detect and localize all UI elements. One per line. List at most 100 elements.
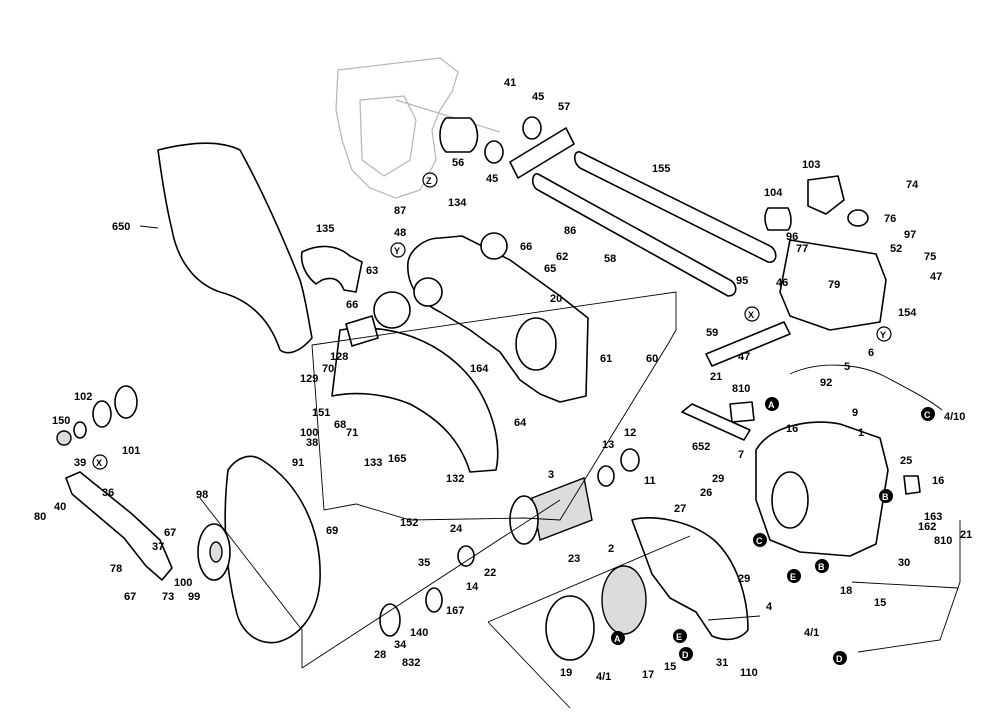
part-label: 135 <box>316 223 334 235</box>
marker-a: A <box>614 634 621 644</box>
part-label: 29 <box>738 573 750 585</box>
part-label: 64 <box>514 417 527 429</box>
marker-e: E <box>676 632 682 642</box>
part-label: 134 <box>448 197 467 209</box>
seal-ring-45a <box>522 116 542 140</box>
part-label: 79 <box>828 279 840 291</box>
part-label: 67 <box>164 527 176 539</box>
part-label: 16 <box>932 475 944 487</box>
rail-slide-block <box>779 239 887 331</box>
part-label: 98 <box>196 489 208 501</box>
part-label: 652 <box>692 441 710 453</box>
part-label: 16 <box>786 423 798 435</box>
part-label: 151 <box>312 407 330 419</box>
part-label: 22 <box>484 567 496 579</box>
part-label: 73 <box>162 591 174 603</box>
part-label: 40 <box>54 501 66 513</box>
part-label: 65 <box>544 263 556 275</box>
part-label: 12 <box>624 427 636 439</box>
part-label: 52 <box>890 243 902 255</box>
field-coil <box>601 565 647 635</box>
part-label: 9 <box>852 407 858 419</box>
part-label: 41 <box>504 77 516 89</box>
marker-d: D <box>836 654 843 664</box>
part-label: 1 <box>858 427 864 439</box>
part-label: 152 <box>400 517 418 529</box>
marker-c: C <box>756 536 763 546</box>
armature-fan <box>509 495 539 545</box>
part-label: 4/1 <box>804 627 819 639</box>
part-label: 59 <box>706 327 718 339</box>
part-label: 70 <box>322 363 334 375</box>
part-label: 4 <box>766 601 773 613</box>
power-cord <box>789 364 943 411</box>
part-label: 92 <box>820 377 832 389</box>
marker-b: B <box>882 492 889 502</box>
marker-a: A <box>768 400 775 410</box>
brush-holder-left <box>729 401 755 423</box>
part-label: 25 <box>900 455 912 467</box>
reference-markers: Z Y Y X X A A B B C C D D E E <box>92 172 935 665</box>
rail-plate-57 <box>509 127 575 179</box>
motor-housing-opening <box>771 471 809 529</box>
marker-b: B <box>818 562 825 572</box>
spring-103 <box>807 175 845 215</box>
part-label: 129 <box>300 373 318 385</box>
part-label: 154 <box>898 307 917 319</box>
marker-y: Y <box>880 330 886 340</box>
part-label: 27 <box>674 503 686 515</box>
part-label: 140 <box>410 627 428 639</box>
part-label: 37 <box>152 541 164 553</box>
part-label: 34 <box>394 639 407 651</box>
part-label: 96 <box>786 231 798 243</box>
part-label: 164 <box>470 363 489 375</box>
marker-c: C <box>924 410 931 420</box>
part-label: 21 <box>710 371 722 383</box>
part-label: 810 <box>934 535 952 547</box>
part-label: 35 <box>418 557 430 569</box>
bushing-56 <box>439 117 479 153</box>
marker-y: Y <box>394 246 400 256</box>
dust-bag <box>157 142 313 354</box>
marker-x: X <box>96 458 102 468</box>
part-label: 71 <box>346 427 358 439</box>
part-label: 104 <box>764 187 783 199</box>
part-label: 87 <box>394 205 406 217</box>
part-label: 46 <box>776 277 788 289</box>
part-label: 45 <box>486 173 498 185</box>
part-label: 11 <box>644 475 656 487</box>
hex-nut <box>56 430 72 446</box>
part-label: 99 <box>188 591 200 603</box>
washer-large <box>114 385 138 419</box>
part-number-labels: 41 45 57 56 45 155 103 74 104 76 97 77 9… <box>34 77 972 683</box>
bearing-13 <box>597 465 615 487</box>
part-label: 66 <box>520 241 532 253</box>
gear-140 <box>425 587 443 613</box>
part-label: 21 <box>960 529 972 541</box>
seal-ring-45b <box>484 140 504 164</box>
part-label: 15 <box>874 597 886 609</box>
upper-blade-guard <box>331 327 499 473</box>
part-label: 18 <box>840 585 852 597</box>
part-label: 15 <box>664 661 676 673</box>
marker-x: X <box>748 310 754 320</box>
part-label: 28 <box>374 649 386 661</box>
part-label: 4/10 <box>944 411 965 423</box>
armature <box>531 477 593 541</box>
part-label: 163 <box>924 511 942 523</box>
arm-pivot-hub <box>413 277 443 307</box>
part-label: 78 <box>110 563 122 575</box>
part-label: 48 <box>394 227 406 239</box>
part-label: 60 <box>646 353 658 365</box>
part-label: 100 <box>174 577 192 589</box>
part-label: 77 <box>796 243 808 255</box>
part-label: 102 <box>74 391 92 403</box>
part-label: 26 <box>700 487 712 499</box>
lower-blade-guard <box>224 455 321 644</box>
washer-small <box>73 421 87 439</box>
part-label: 6 <box>868 347 874 359</box>
guard-link-arm <box>65 471 173 581</box>
part-label: 61 <box>600 353 612 365</box>
rails <box>531 151 777 297</box>
part-label: 67 <box>124 591 136 603</box>
